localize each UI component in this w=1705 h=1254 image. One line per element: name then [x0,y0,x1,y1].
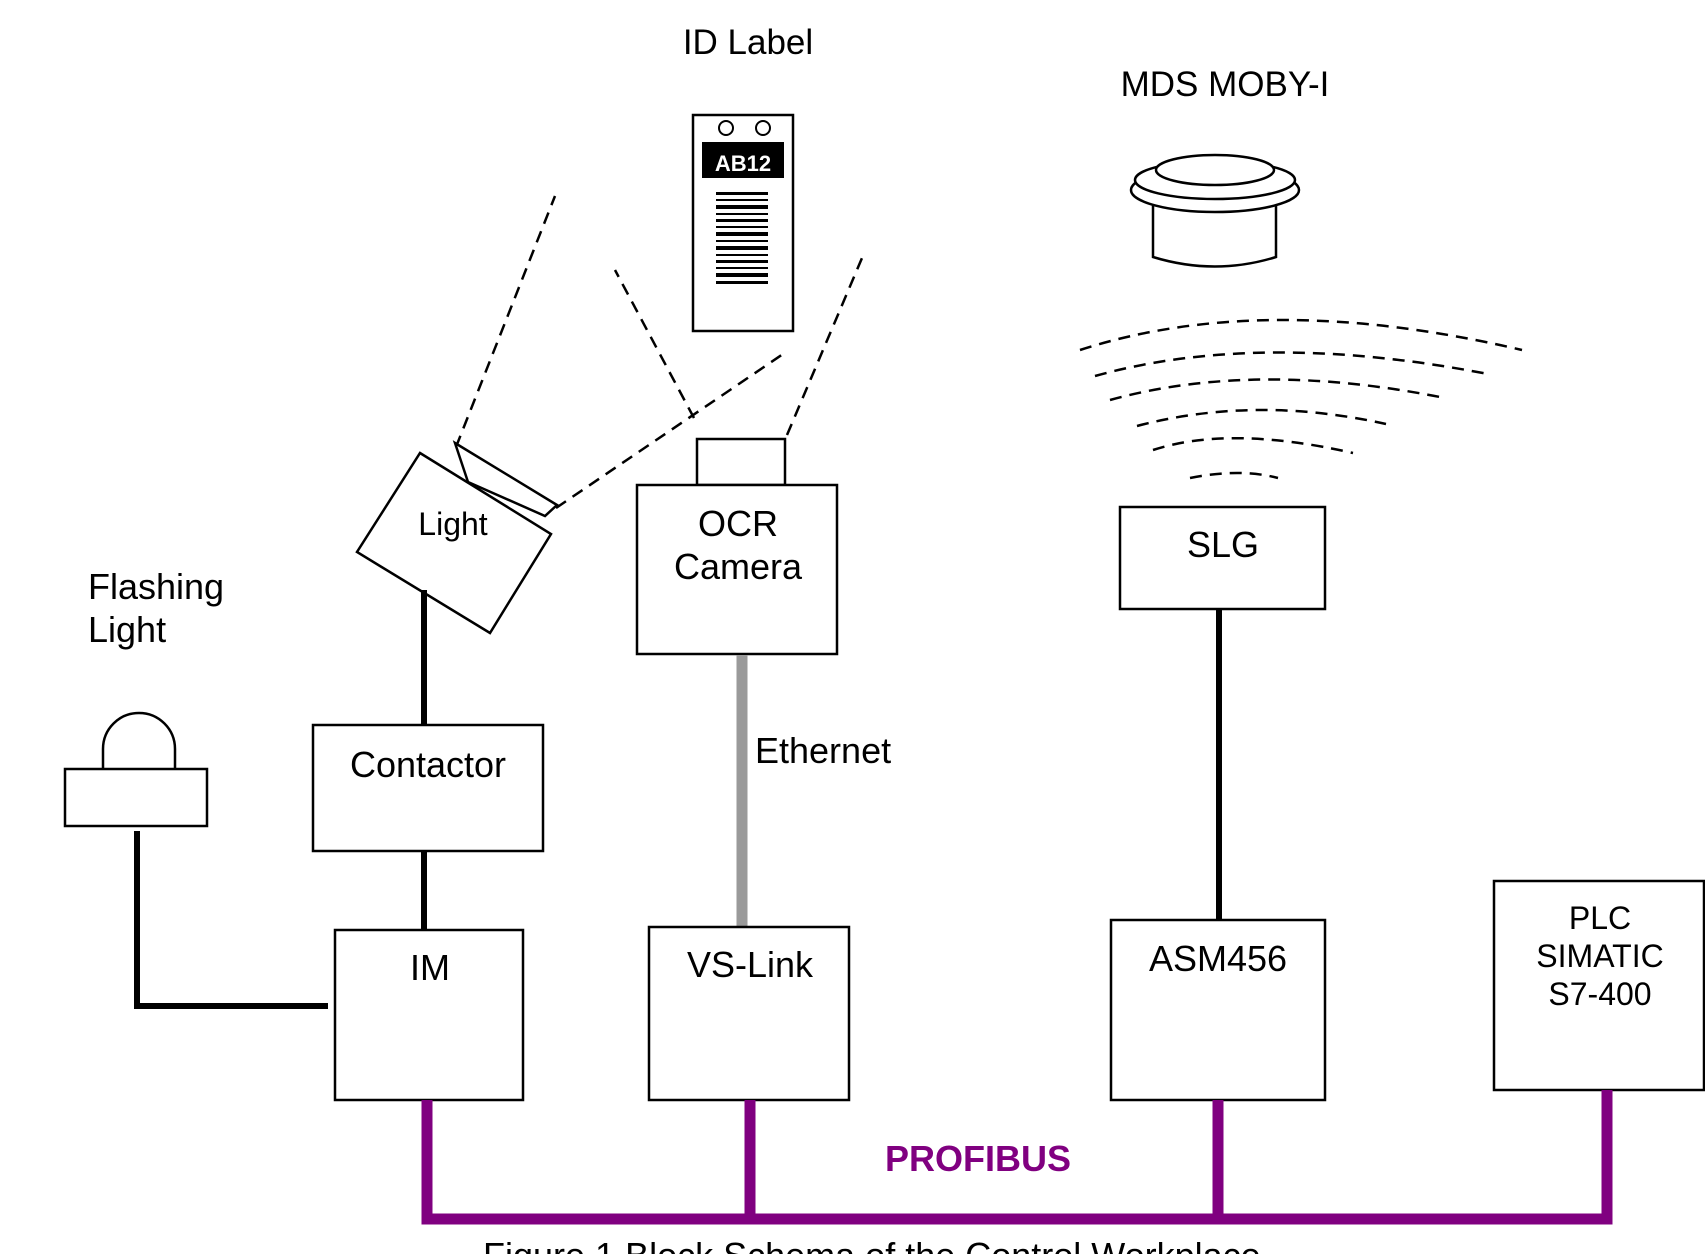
ethernet-label: Ethernet [755,730,891,771]
profibus-label: PROFIBUS [885,1138,1071,1179]
flashing-light-label-line2: Light [88,609,166,650]
figure-caption: Figure 1 Block Schema of the Control Wor… [483,1235,1261,1254]
connection-lines [134,590,1222,1009]
id-label-tag: AB12 [691,113,795,333]
im-box: IM [333,928,525,1102]
vs-link-label: VS-Link [687,944,814,985]
asm456-label: ASM456 [1149,938,1287,979]
im-label: IM [410,947,450,988]
slg-box: SLG [1118,505,1327,611]
mds-transponder [1129,153,1301,268]
ocr-label-line1: OCR [698,503,778,544]
contactor-label: Contactor [350,744,506,785]
flashing-light-icon [63,711,209,828]
plc-label-line2: SIMATIC [1536,938,1663,974]
light-beam [454,195,787,510]
plc-box: PLC SIMATIC S7-400 [1492,879,1705,1092]
light-lamp: Light [355,440,560,635]
barcode [716,192,768,284]
ocr-label-line2: Camera [674,546,803,587]
flashing-light-label-line1: Flashing [88,566,224,607]
slg-label: SLG [1187,524,1259,565]
flashing-light-to-im-line [134,831,328,1009]
plc-label-line3: S7-400 [1548,976,1651,1012]
plc-label-line1: PLC [1569,900,1631,936]
camera-view-cone [613,257,864,436]
contactor-box: Contactor [311,723,545,853]
id-label-title: ID Label [683,23,813,62]
mds-title: MDS MOBY-I [1121,65,1330,104]
tag-code: AB12 [715,151,771,176]
light-label: Light [418,506,488,542]
profibus-bus [421,1090,1613,1225]
vs-link-box: VS-Link [647,925,851,1102]
ocr-camera-box: OCR Camera [635,437,839,656]
asm456-box: ASM456 [1109,918,1327,1102]
radio-waves [1079,318,1523,480]
